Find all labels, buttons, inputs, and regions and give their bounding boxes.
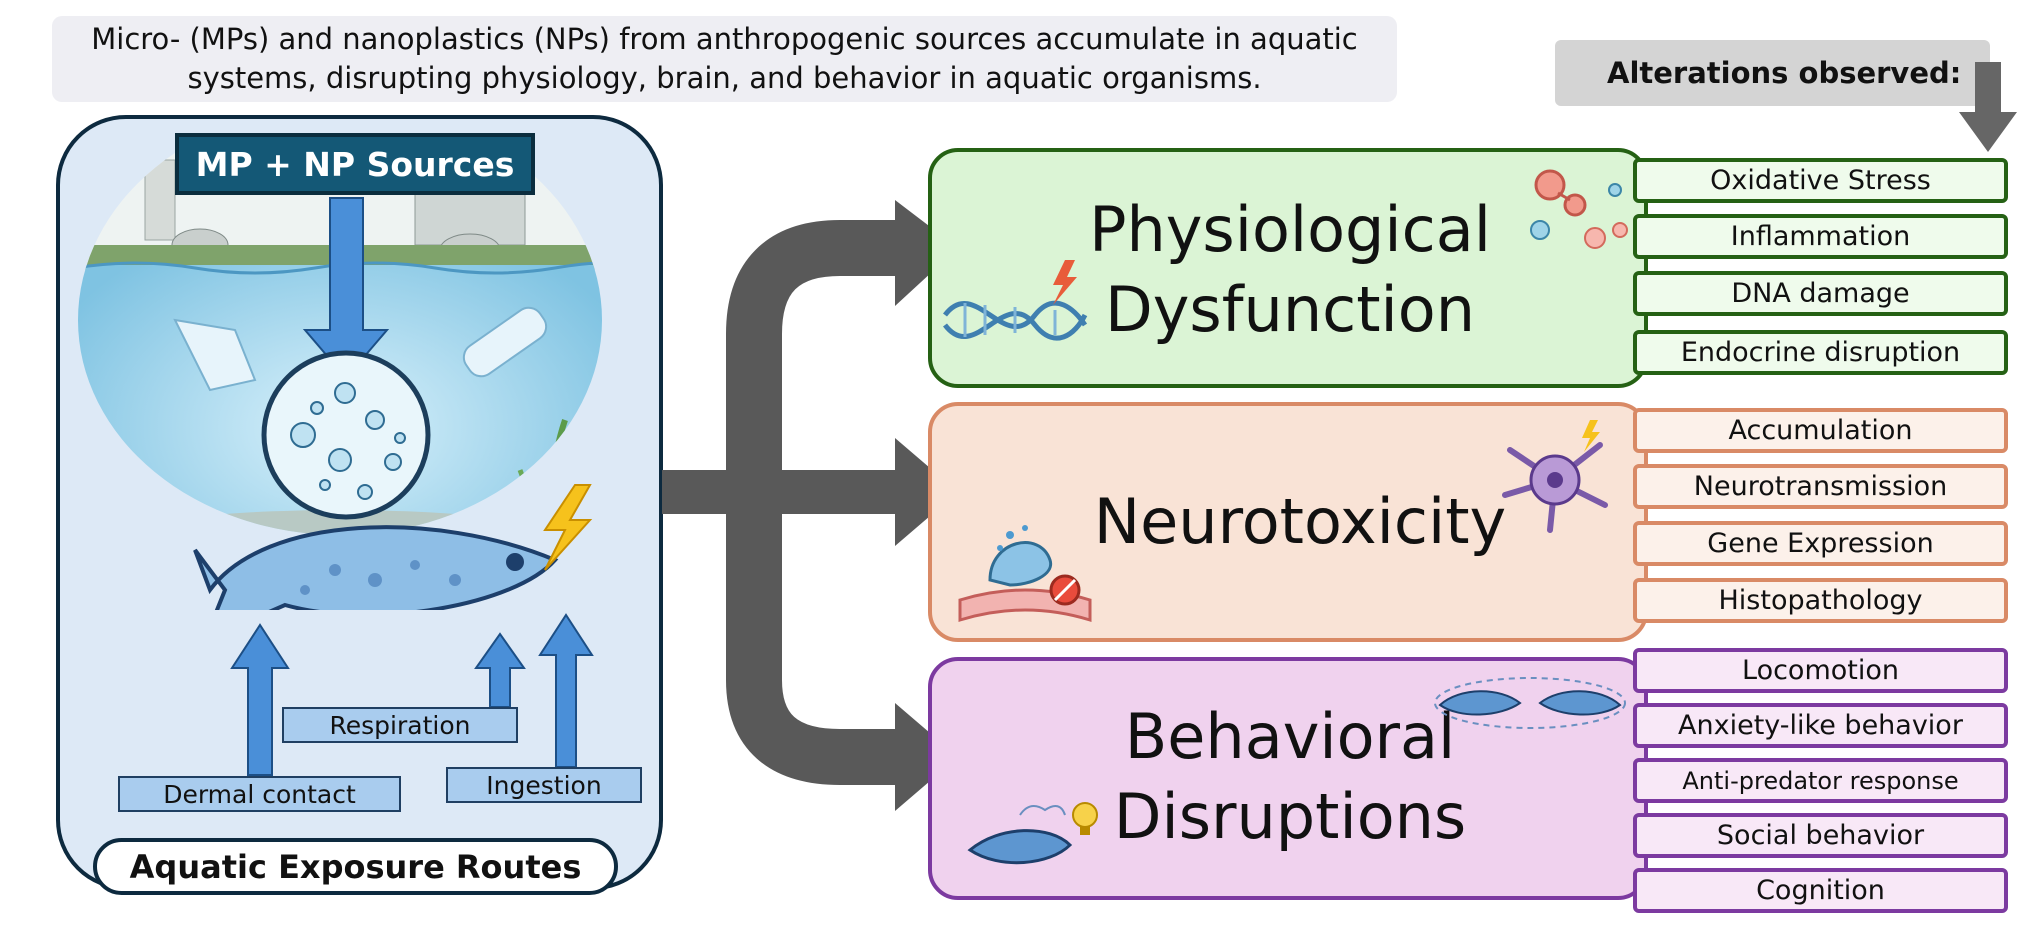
alterations-header: Alterations observed: [1555, 40, 1990, 106]
alteration-dna-damage: DNA damage [1633, 271, 2008, 316]
intro-text: Micro- (MPs) and nanoplastics (NPs) from… [52, 16, 1397, 102]
title-line-2: Dysfunction [1104, 273, 1475, 346]
route-ingestion: Ingestion [446, 767, 642, 803]
route-respiration: Respiration [282, 707, 518, 743]
physiological-dysfunction-panel [928, 148, 1648, 388]
title-line-2: Disruptions [1113, 780, 1467, 853]
behavioral-disruptions-panel [928, 657, 1648, 900]
alteration-neurotransmission: Neurotransmission [1633, 464, 2008, 509]
alteration-locomotion: Locomotion [1633, 648, 2008, 693]
alteration-endocrine-disruption: Endocrine disruption [1633, 330, 2008, 375]
alteration-accumulation: Accumulation [1633, 408, 2008, 453]
alteration-anti-predator-response: Anti-predator response [1633, 758, 2008, 803]
alteration-inflammation: Inflammation [1633, 214, 2008, 259]
behavioral-disruptions-title: Behavioral Disruptions [1090, 697, 1490, 857]
arrow-to-physiological [895, 200, 958, 306]
connector-bracket [726, 220, 900, 785]
synapse-icon [958, 525, 1092, 623]
dna-icon [943, 260, 1088, 341]
alteration-histopathology: Histopathology [1633, 578, 2008, 623]
route-dermal-contact: Dermal contact [118, 776, 401, 812]
alteration-cognition: Cognition [1633, 868, 2008, 913]
title-line-1: Behavioral [1124, 700, 1456, 773]
alteration-gene-expression: Gene Expression [1633, 521, 2008, 566]
arrow-to-behavioral [895, 703, 958, 811]
alteration-oxidative-stress: Oxidative Stress [1633, 158, 2008, 203]
connector-middle [784, 470, 904, 514]
fish-pair-icon [1434, 677, 1626, 729]
arrow-to-neurotoxicity [895, 438, 958, 546]
neurotoxicity-title: Neurotoxicity [1093, 485, 1507, 558]
alteration-social-behavior: Social behavior [1633, 813, 2008, 858]
alteration-anxiety-like-behavior: Anxiety-like behavior [1633, 703, 2008, 748]
neuron-icon [1502, 420, 1608, 533]
down-arrow-icon [1959, 62, 2017, 152]
sources-label: MP + NP Sources [175, 133, 535, 195]
title-line-1: Physiological [1089, 193, 1491, 266]
physiological-dysfunction-title: Physiological Dysfunction [1089, 190, 1491, 350]
molecule-cells-icon [1530, 169, 1628, 249]
exposure-routes-label: Aquatic Exposure Routes [93, 838, 618, 895]
fish-thinking-icon [967, 802, 1098, 865]
